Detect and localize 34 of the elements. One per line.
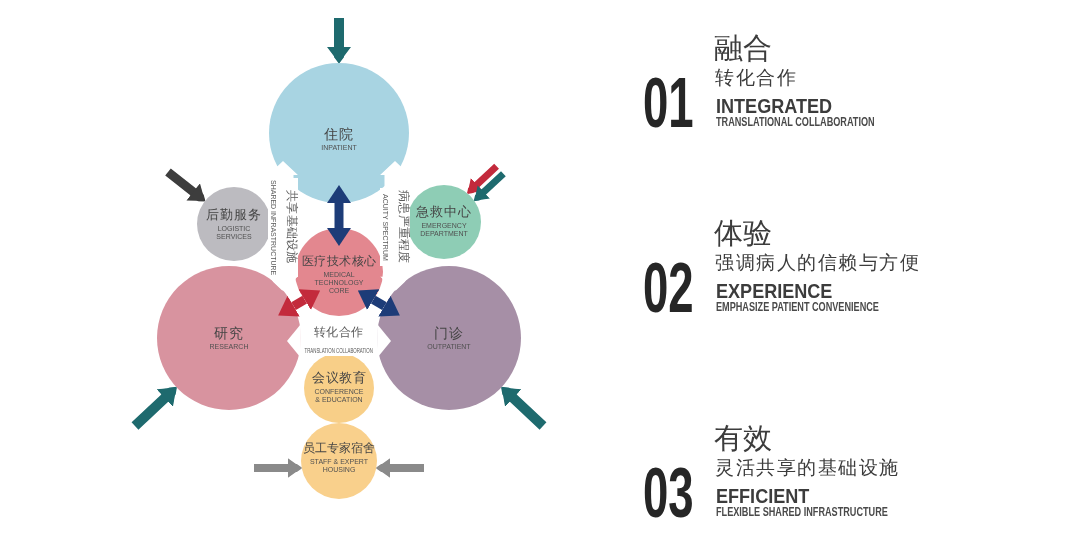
double-arrow	[357, 289, 400, 317]
heading: 融合	[714, 34, 772, 63]
english-heading: EFFICIENT	[716, 485, 810, 506]
circle-label: 员工专家宿舍	[303, 442, 375, 456]
heading: 体验	[714, 219, 772, 248]
circle-label: 门诊	[434, 324, 464, 341]
english-subheading: FLEXIBLE SHARED INFRASTRUCTURE	[716, 506, 888, 519]
double-arrow	[327, 185, 351, 246]
step-number: 01	[643, 68, 694, 138]
subheading: 强调病人的信赖与方便	[715, 253, 920, 272]
subheading: 灵活共享的基础设施	[715, 458, 900, 477]
subheading: 转化合作	[715, 68, 797, 87]
english-heading: INTEGRATED	[716, 95, 833, 116]
heading: 有效	[714, 424, 772, 453]
arrow	[254, 458, 302, 478]
circle-label: 会议教育	[312, 371, 366, 387]
step-number: 03	[643, 458, 694, 528]
double-arrow	[278, 289, 321, 317]
step-number: 02	[643, 253, 694, 323]
circle-label: 医疗技术核心	[301, 255, 377, 269]
circle-label: 住院	[324, 125, 354, 142]
arrow	[473, 171, 506, 202]
arrow	[466, 163, 499, 194]
circle-label: 急救中心	[416, 205, 472, 221]
circle-label: 后勤服务	[206, 208, 262, 224]
english-heading: EXPERIENCE	[716, 280, 833, 301]
english-subheading: TRANSLATIONAL COLLABORATION	[716, 116, 875, 129]
arrow	[376, 458, 424, 478]
arrow	[131, 386, 177, 430]
arrow	[327, 18, 351, 63]
arrow	[165, 168, 206, 202]
circle-label: 研究	[214, 324, 244, 341]
english-subheading: EMPHASIZE PATIENT CONVENIENCE	[716, 301, 879, 314]
arrow	[501, 386, 547, 430]
